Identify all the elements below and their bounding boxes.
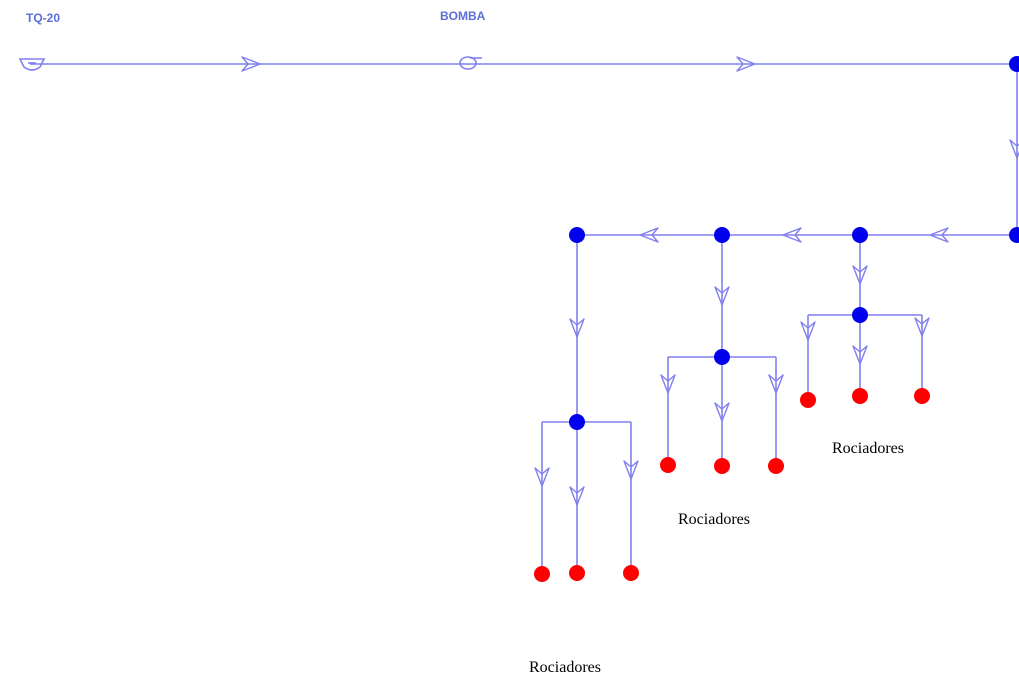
flow-arrow-down-icon (1009, 139, 1019, 159)
sprinkler-group-label: Rociadores (529, 659, 601, 676)
flow-arrow-down-icon (714, 286, 730, 306)
flow-arrow-down-icon (623, 460, 639, 480)
flow-arrow-left-icon (639, 227, 659, 243)
sprinkler-head (768, 458, 784, 474)
sprinkler-head (852, 388, 868, 404)
sprinkler-head (800, 392, 816, 408)
flow-arrow-down-icon (534, 467, 550, 487)
sprinkler-group-label: Rociadores (678, 511, 750, 528)
flow-arrow-down-icon (914, 317, 930, 337)
flow-arrow-left-icon (782, 227, 802, 243)
flow-arrow-down-icon (852, 265, 868, 285)
sprinkler-head (660, 457, 676, 473)
sprinkler-head (914, 388, 930, 404)
junction-node (1009, 56, 1019, 72)
junction-node (569, 414, 585, 430)
flow-arrow-down-icon (852, 345, 868, 365)
junction-node (852, 307, 868, 323)
flow-arrow-down-icon (569, 486, 585, 506)
sprinkler-head (534, 566, 550, 582)
sprinkler-head (714, 458, 730, 474)
pump-label: BOMBA (440, 9, 486, 23)
junction-node (1009, 227, 1019, 243)
tank-icon (18, 58, 46, 71)
sprinkler-group-label: Rociadores (832, 440, 904, 457)
pump-icon (459, 56, 482, 70)
junction-node (569, 227, 585, 243)
flow-arrow-down-icon (569, 318, 585, 338)
junction-node (714, 227, 730, 243)
flow-arrow-down-icon (768, 374, 784, 394)
flow-arrow-left-icon (929, 227, 949, 243)
tank-label: TQ-20 (26, 11, 60, 25)
flow-arrow-down-icon (800, 321, 816, 341)
flow-arrow-right-icon (736, 56, 756, 72)
flow-arrow-right-icon (241, 56, 261, 72)
sprinkler-head (623, 565, 639, 581)
sprinkler-head (569, 565, 585, 581)
junction-node (852, 227, 868, 243)
flow-arrow-down-icon (660, 374, 676, 394)
flow-arrow-down-icon (714, 402, 730, 422)
junction-node (714, 349, 730, 365)
